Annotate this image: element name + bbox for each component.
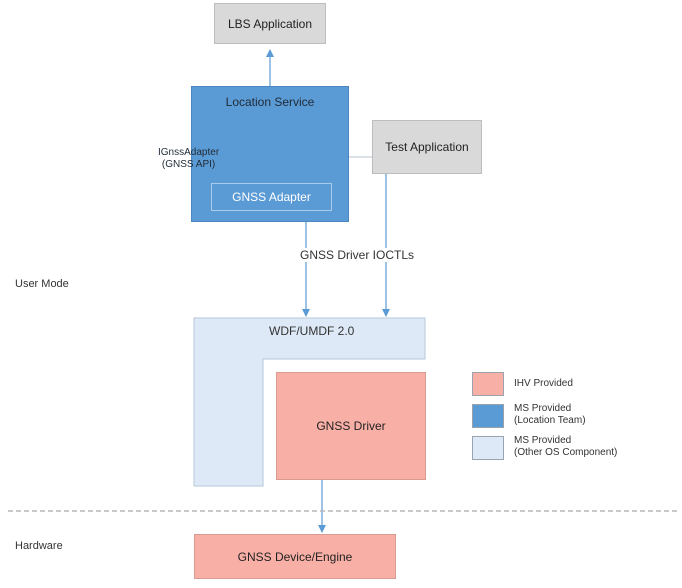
legend-text-ihv: IHV Provided — [514, 378, 573, 390]
legend-ms-other-line1: MS Provided — [514, 435, 572, 446]
gnss-device-label: GNSS Device/Engine — [237, 549, 353, 564]
gnss-adapter-label: GNSS Adapter — [232, 190, 311, 204]
wdf-shape — [193, 317, 426, 487]
location-service-box[interactable]: Location Service GNSS Adapter — [191, 86, 349, 222]
gnss-driver-box[interactable]: GNSS Driver — [276, 372, 426, 480]
ioctl-edge-label: GNSS Driver IOCTLs — [298, 248, 417, 262]
legend-ihv-line1: IHV Provided — [514, 378, 573, 389]
legend-swatch-ms-location — [472, 404, 504, 428]
legend-ms-location-line2: (Location Team) — [514, 415, 586, 426]
lbs-application-box[interactable]: LBS Application — [214, 3, 326, 44]
location-service-label: Location Service — [225, 95, 315, 109]
test-application-box[interactable]: Test Application — [372, 120, 482, 174]
igns-interface-label: IGnssAdapter (GNSS API) — [158, 147, 219, 171]
test-application-label: Test Application — [385, 140, 469, 154]
legend-ms-other-line2: (Other OS Component) — [514, 447, 618, 458]
gnss-adapter-box[interactable]: GNSS Adapter — [211, 183, 332, 211]
lbs-application-label: LBS Application — [227, 16, 313, 31]
gnss-device-box[interactable]: GNSS Device/Engine — [194, 534, 396, 579]
interface-line1: IGnssAdapter — [158, 147, 220, 158]
legend-text-ms-location: MS Provided (Location Team) — [514, 403, 586, 427]
wdf-label: WDF/UMDF 2.0 — [269, 324, 355, 338]
legend-swatch-ihv — [472, 372, 504, 396]
hardware-label: Hardware — [15, 540, 63, 552]
gnss-driver-label: GNSS Driver — [316, 419, 386, 433]
legend-swatch-ms-other — [472, 436, 504, 460]
user-mode-label: User Mode — [15, 278, 69, 290]
legend-ms-location-line1: MS Provided — [514, 403, 572, 414]
interface-line2: (GNSS API) — [161, 159, 216, 170]
legend-text-ms-other: MS Provided (Other OS Component) — [514, 435, 617, 459]
